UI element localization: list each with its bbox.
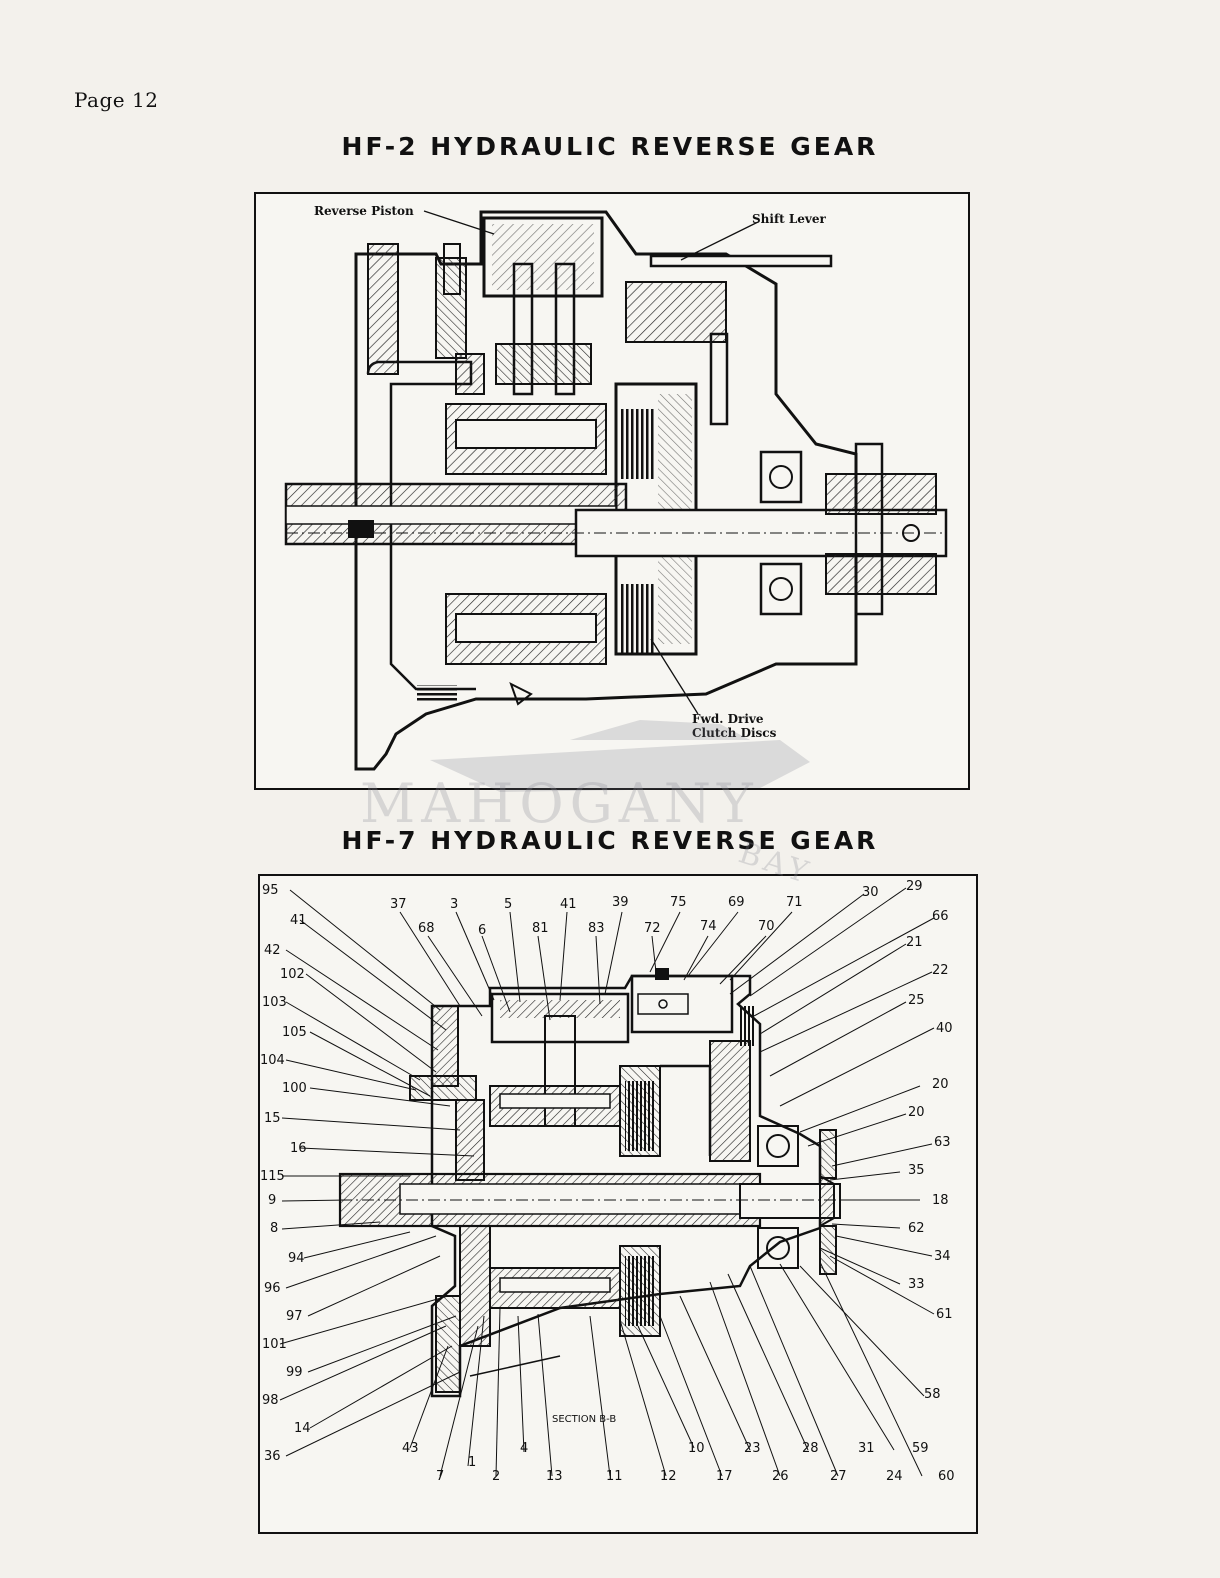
part-number: 20 [932,1077,949,1092]
part-number: 1 [468,1455,477,1470]
part-number: 7 [436,1469,445,1484]
part-number: 22 [932,963,949,978]
part-number: 71 [786,895,803,910]
part-number: 100 [282,1081,307,1096]
part-number: 95 [262,883,279,898]
part-number: 59 [912,1441,929,1456]
part-number: 62 [908,1221,925,1236]
part-number: 41 [290,913,307,928]
part-number: 83 [588,921,605,936]
clutch-discs-label: Clutch Discs [692,726,777,740]
part-number: 101 [262,1337,287,1352]
hf7-title: HF-7 HYDRAULIC REVERSE GEAR [341,826,879,855]
part-number: 60 [938,1469,955,1484]
part-number: 29 [906,879,923,894]
part-number: 39 [612,895,629,910]
part-number: 9 [268,1193,277,1208]
part-number: 43 [402,1441,419,1456]
section-label: SECTION B-B [552,1414,617,1425]
part-number: 8 [270,1221,279,1236]
part-number: 26 [772,1469,789,1484]
part-number: 5 [504,897,513,912]
part-number: 15 [264,1111,281,1126]
part-number: 21 [906,935,923,950]
part-number: 58 [924,1387,941,1402]
part-number: 24 [886,1469,903,1484]
part-number: 42 [264,943,281,958]
hf2-cross-section-drawing [284,210,948,771]
part-number: 74 [700,919,717,934]
part-number: 40 [936,1021,953,1036]
part-number: 75 [670,895,687,910]
part-number: 104 [260,1053,285,1068]
part-number: 98 [262,1393,279,1408]
part-number: 16 [290,1141,307,1156]
part-number: 81 [532,921,549,936]
part-number: 23 [744,1441,761,1456]
part-number: 35 [908,1163,925,1178]
part-number: 28 [802,1441,819,1456]
part-number: 105 [282,1025,307,1040]
part-number: 41 [560,897,577,912]
part-number: 33 [908,1277,925,1292]
part-number: 31 [858,1441,875,1456]
hf2-diagram: Reverse Piston Shift Lever Fwd. Drive Cl… [254,192,970,790]
part-number: 94 [288,1251,305,1266]
part-number: 11 [606,1469,623,1484]
part-number: 13 [546,1469,563,1484]
part-number: 10 [688,1441,705,1456]
part-number: 2 [492,1469,501,1484]
part-number: 34 [934,1249,951,1264]
part-number: 115 [260,1169,285,1184]
part-number: 97 [286,1309,303,1324]
part-number: 36 [264,1449,281,1464]
part-number: 4 [520,1441,529,1456]
part-number: 14 [294,1421,311,1436]
fwd-drive-label: Fwd. Drive [692,712,764,726]
part-number: 63 [934,1135,951,1150]
shift-lever-label: Shift Lever [752,212,826,226]
reverse-piston-label: Reverse Piston [314,204,414,218]
part-number: 96 [264,1281,281,1296]
part-number: 25 [908,993,925,1008]
page-number: Page 12 [74,88,159,112]
part-number: 17 [716,1469,733,1484]
part-number: 37 [390,897,407,912]
part-number: 30 [862,885,879,900]
hf7-diagram: 95 41 42 102 103 105 104 100 15 16 115 9… [258,874,978,1534]
hf2-title: HF-2 HYDRAULIC REVERSE GEAR [341,132,879,161]
part-number: 70 [758,919,775,934]
part-number: 20 [908,1105,925,1120]
part-number: 103 [262,995,287,1010]
part-number: 69 [728,895,745,910]
part-number: 18 [932,1193,949,1208]
part-number: 27 [830,1469,847,1484]
part-number: 102 [280,967,305,982]
part-number: 61 [936,1307,953,1322]
part-number: 6 [478,923,487,938]
part-number: 3 [450,897,459,912]
part-number: 72 [644,921,661,936]
part-number: 99 [286,1365,303,1380]
part-number: 66 [932,909,949,924]
hf7-cross-section-drawing [279,887,935,1477]
part-number: 12 [660,1469,677,1484]
part-number: 68 [418,921,435,936]
